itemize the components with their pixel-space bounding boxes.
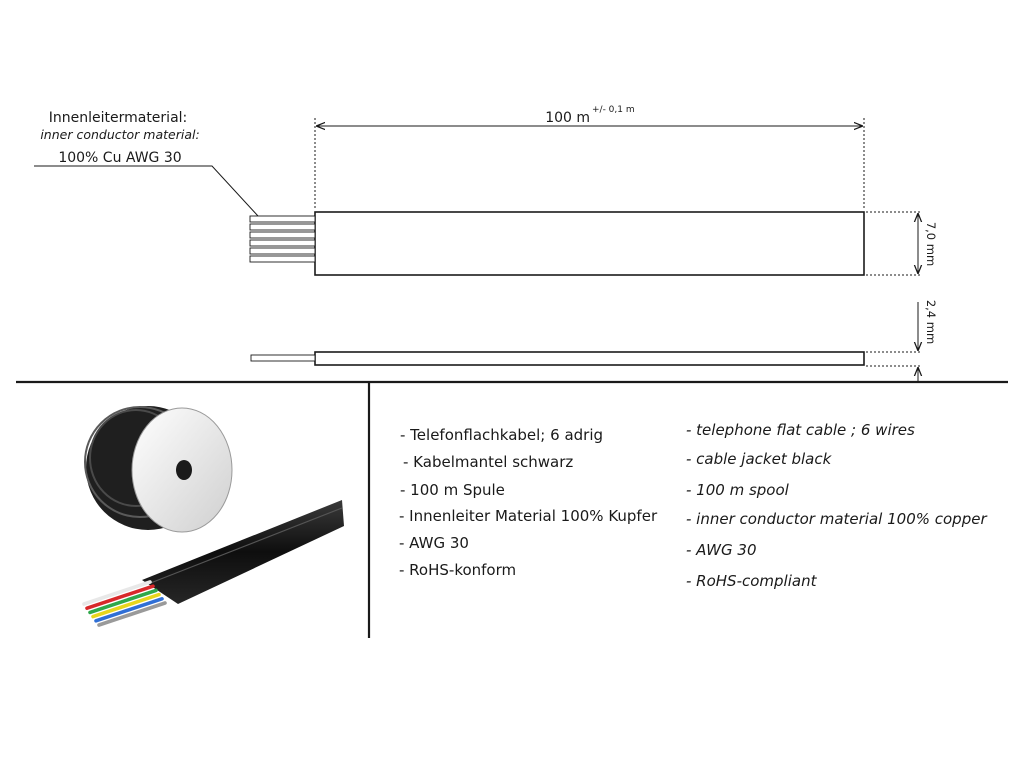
width-dimension: 7,0 mm (866, 211, 938, 276)
feature-en-item: - telephone flat cable ; 6 wires (686, 421, 915, 439)
feature-en-item: - inner conductor material 100% copper (686, 510, 987, 528)
width-label: 7,0 mm (924, 222, 938, 266)
feature-de-item: - 100 m Spule (400, 481, 505, 499)
callout-value: 100% Cu AWG 30 (58, 150, 181, 166)
spool-hub-hole (176, 460, 192, 480)
length-tolerance-label: +/- 0,1 m (592, 105, 635, 115)
conductor-2 (249, 223, 316, 231)
flat-cable-wire (85, 584, 155, 611)
length-label: 100 m (545, 110, 590, 126)
flat-cable-wire (94, 596, 164, 623)
flat-cable-wire (97, 601, 167, 627)
callout-leader-line (34, 165, 259, 217)
cable-spool-image (84, 406, 233, 533)
callout-title-en: inner conductor material: (40, 127, 199, 142)
cable-side-jacket (314, 351, 865, 366)
conductor-6 (249, 255, 316, 263)
length-dimension: 100 m +/- 0,1 m (314, 105, 865, 210)
thickness-label: 2,4 mm (924, 300, 938, 344)
flat-cable-jacket (142, 500, 344, 604)
feature-en-item: - RoHS-compliant (686, 572, 817, 590)
exposed-conductors (249, 215, 316, 263)
conductor-callout: Innenleitermaterial: inner conductor mat… (34, 110, 259, 217)
conductor-5 (249, 247, 316, 255)
cable-side-view (250, 351, 865, 366)
callout-title-de: Innenleitermaterial: (49, 110, 188, 126)
flat-cable-highlight (147, 507, 343, 585)
flat-cable-image (82, 500, 344, 627)
flat-cable-wire (88, 588, 158, 615)
flat-cable-wire (91, 592, 161, 619)
conductor-1 (249, 215, 316, 223)
cable-jacket-outline (314, 211, 865, 276)
conductor-3 (249, 231, 316, 239)
thickness-dimension: 2,4 mm (866, 300, 938, 382)
feature-de-item: - Kabelmantel schwarz (403, 453, 574, 471)
feature-de-item: - Telefonflachkabel; 6 adrig (400, 426, 604, 444)
feature-de-item: - Innenleiter Material 100% Kupfer (399, 507, 658, 525)
feature-en-item: - 100 m spool (686, 481, 789, 499)
feature-de-item: - RoHS-konform (399, 561, 517, 579)
feature-de-item: - AWG 30 (399, 534, 469, 552)
flat-cable-wires (82, 580, 167, 627)
feature-en-item: - AWG 30 (686, 541, 757, 559)
cable-side-conductor (250, 354, 316, 362)
conductor-4 (249, 239, 316, 247)
cable-top-view (249, 211, 865, 276)
flat-cable-wire (82, 580, 152, 606)
feature-en-item: - cable jacket black (686, 450, 832, 468)
